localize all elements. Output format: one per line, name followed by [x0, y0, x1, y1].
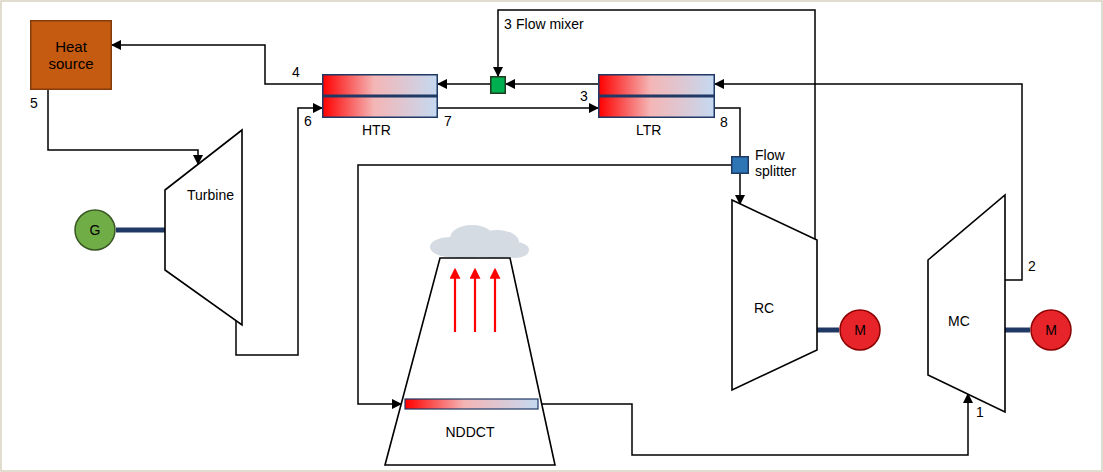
node-text: M [1045, 322, 1057, 338]
node-text: M [854, 322, 866, 338]
state-point-number: 4 [292, 64, 300, 80]
shaft-line [1005, 328, 1030, 333]
flow-line [358, 165, 731, 404]
state-point-number: 7 [444, 113, 452, 129]
flow-line [715, 108, 740, 156]
flow-splitter-outline [731, 156, 749, 174]
motor-circle: M [839, 309, 881, 351]
rising-air-arrows [455, 270, 495, 332]
shaft-line [116, 228, 165, 233]
flow-line [739, 174, 741, 204]
state-point-number: 3 [504, 16, 512, 32]
flow-line [498, 10, 815, 239]
turbine: Turbine [165, 130, 242, 325]
flow-line [438, 107, 598, 109]
heat-exchanger-outline [598, 74, 715, 118]
state-point-number: 1 [976, 404, 984, 420]
flow-line [438, 83, 490, 85]
compressor: MC [928, 195, 1005, 412]
compressor-outline [928, 195, 1005, 412]
heat-exchanger: HTR [322, 74, 438, 118]
node-text: Turbine [187, 187, 234, 203]
flow-line [48, 90, 198, 164]
flow-splitter: Flow splitter [731, 156, 749, 174]
shaft-line [817, 328, 839, 333]
compressor: RC [732, 200, 817, 390]
node-text: Flow mixer [516, 16, 584, 32]
node-text: RC [754, 300, 774, 316]
vapour-cloud [430, 225, 529, 258]
node-text: MC [948, 313, 970, 329]
flow-mixer-outline [490, 76, 506, 94]
state-point-number: 3 [580, 88, 588, 104]
heat-source-box: Heat source [30, 20, 112, 90]
node-text: Heat source [35, 38, 107, 72]
generator-circle: G [74, 209, 116, 251]
compressor-outline [732, 200, 817, 390]
state-point-number: 6 [304, 113, 312, 129]
state-point-number: 5 [30, 95, 38, 111]
cooling-tower: NDDCT [385, 258, 555, 465]
state-point-number: 2 [1028, 258, 1036, 274]
flow-mixer: Flow mixer [490, 76, 506, 94]
flow-line [506, 83, 598, 85]
heat-exchanger-outline [322, 74, 438, 118]
node-text: LTR [636, 122, 661, 138]
flow-line [542, 394, 968, 455]
node-text: G [90, 222, 101, 238]
node-text: HTR [362, 122, 391, 138]
heat-exchanger: LTR [598, 74, 715, 118]
flow-line [236, 108, 322, 355]
state-point-number: 8 [720, 114, 728, 130]
node-text: NDDCT [385, 424, 555, 440]
flow-line [112, 45, 322, 84]
motor-circle: M [1030, 309, 1072, 351]
turbine-outline [165, 130, 242, 325]
node-text: Flow splitter [755, 147, 811, 179]
